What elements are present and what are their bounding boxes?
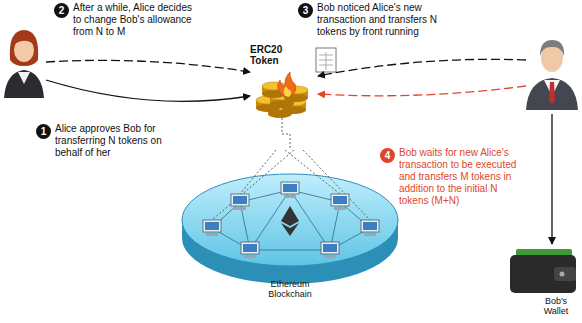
- node-label: Bob's Wallet: [532, 297, 580, 317]
- ethereum-logo: [281, 206, 299, 236]
- token-link: [303, 150, 370, 220]
- node-label: ERC20 Token: [250, 44, 290, 66]
- token-node: ERC20 Token: [250, 44, 314, 118]
- computer-icon: [281, 182, 299, 198]
- callout-number: 3: [298, 3, 313, 18]
- to-wallet-line: [551, 114, 552, 244]
- computer-icon: [321, 242, 339, 258]
- step-note: Alice approves Bob for transferring N to…: [55, 123, 177, 159]
- approve-line: [46, 80, 250, 101]
- computer-icon: [241, 242, 259, 258]
- network-link: [250, 250, 330, 251]
- wallet-node: Bob's Wallet: [504, 245, 580, 321]
- computer-icon: [231, 194, 249, 210]
- step-note: Bob noticed Alice's new transaction and …: [317, 2, 452, 38]
- step-note: After a while, Alice decides to change B…: [73, 2, 193, 38]
- disc-top: [182, 174, 398, 266]
- front-run-line: [318, 59, 526, 76]
- computer-icon: [361, 220, 379, 236]
- computer-icon: [203, 220, 221, 236]
- second-transfer-line: [318, 86, 526, 96]
- token-link: [240, 150, 276, 194]
- wallet-icon: [510, 249, 576, 293]
- change-allowance-line: [46, 60, 250, 72]
- step-note: Bob waits for new Alice's transaction to…: [399, 147, 521, 207]
- connector: [282, 118, 290, 150]
- callout-number: 1: [36, 124, 51, 139]
- document-icon: [316, 48, 336, 72]
- callout-number: 2: [54, 3, 69, 18]
- callout-number: 4: [380, 148, 395, 163]
- node-shape: [504, 245, 580, 321]
- bob-icon: [526, 40, 578, 110]
- node-label: Ethereum Blockchain: [250, 280, 330, 300]
- coin-stack: [256, 72, 308, 118]
- alice-icon: [4, 30, 44, 98]
- computer-icon: [331, 194, 349, 210]
- blockchain-node: Ethereum Blockchain: [180, 150, 400, 314]
